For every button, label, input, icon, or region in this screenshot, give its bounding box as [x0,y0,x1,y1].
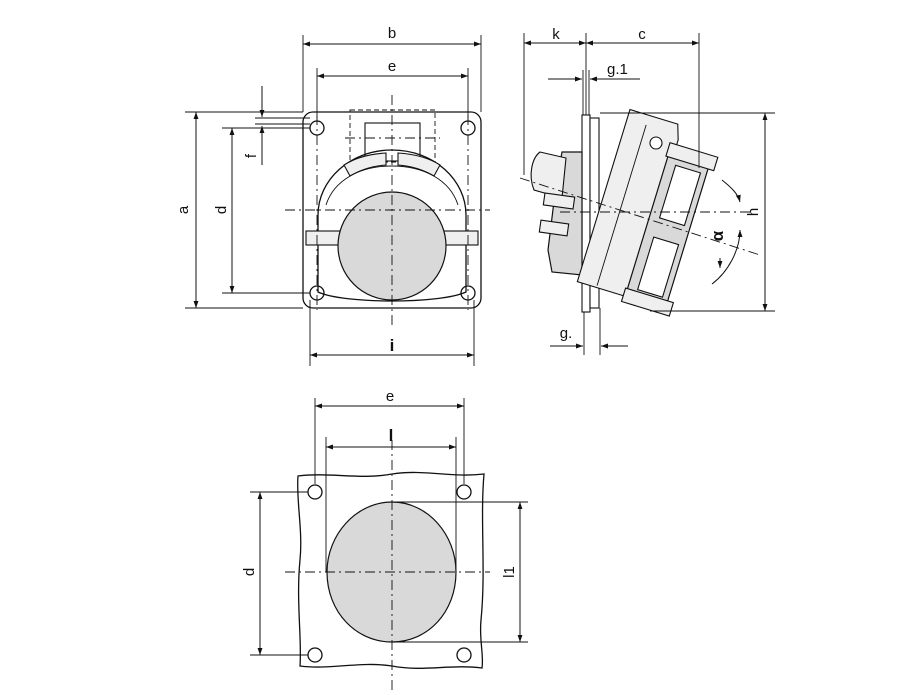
dim-l-label: l [389,426,394,445]
side-centerline [519,177,761,256]
dim-c-label: c [638,26,646,43]
dim-g1-label: g.1 [607,61,628,78]
cutout-hole-tl [307,484,323,500]
front-hinge-right [441,230,479,246]
angle-alpha-label: α [708,230,727,241]
dim-f-label: f [243,153,260,158]
dim-h-label: h [745,208,762,216]
front-hidden-rect [349,109,436,163]
side-view: k c g.1 h α g. [519,26,775,355]
dim-l1-label: l1 [501,566,518,578]
side-front-housing [576,108,719,317]
angle-alpha-arc-bottom [711,229,743,285]
front-view: b e a d f i [175,25,490,366]
side-screw [649,136,663,150]
front-hinge-left [305,230,343,246]
dim-g-label: g. [560,325,573,342]
front-socket-body [317,149,467,302]
cutout-hole-br [456,647,472,663]
front-lid-arc [325,165,459,206]
dim-i-label: i [390,336,395,355]
cutout-hole-tr [456,484,472,500]
panel-cutout-view: e l d l1 [241,388,528,690]
dim-e-bottom-label: e [386,388,394,405]
dim-b-label: b [388,25,396,42]
dim-d-bottom-label: d [241,568,258,576]
cutout-hole-bl [307,647,323,663]
cutout-panel [297,471,485,669]
front-lid-right [397,152,441,177]
dim-d-top-label: d [213,206,230,214]
dim-e-top-label: e [388,58,396,75]
dim-a-label: a [175,205,192,214]
dim-k-label: k [552,26,560,43]
angle-alpha-arc-top [721,179,741,203]
